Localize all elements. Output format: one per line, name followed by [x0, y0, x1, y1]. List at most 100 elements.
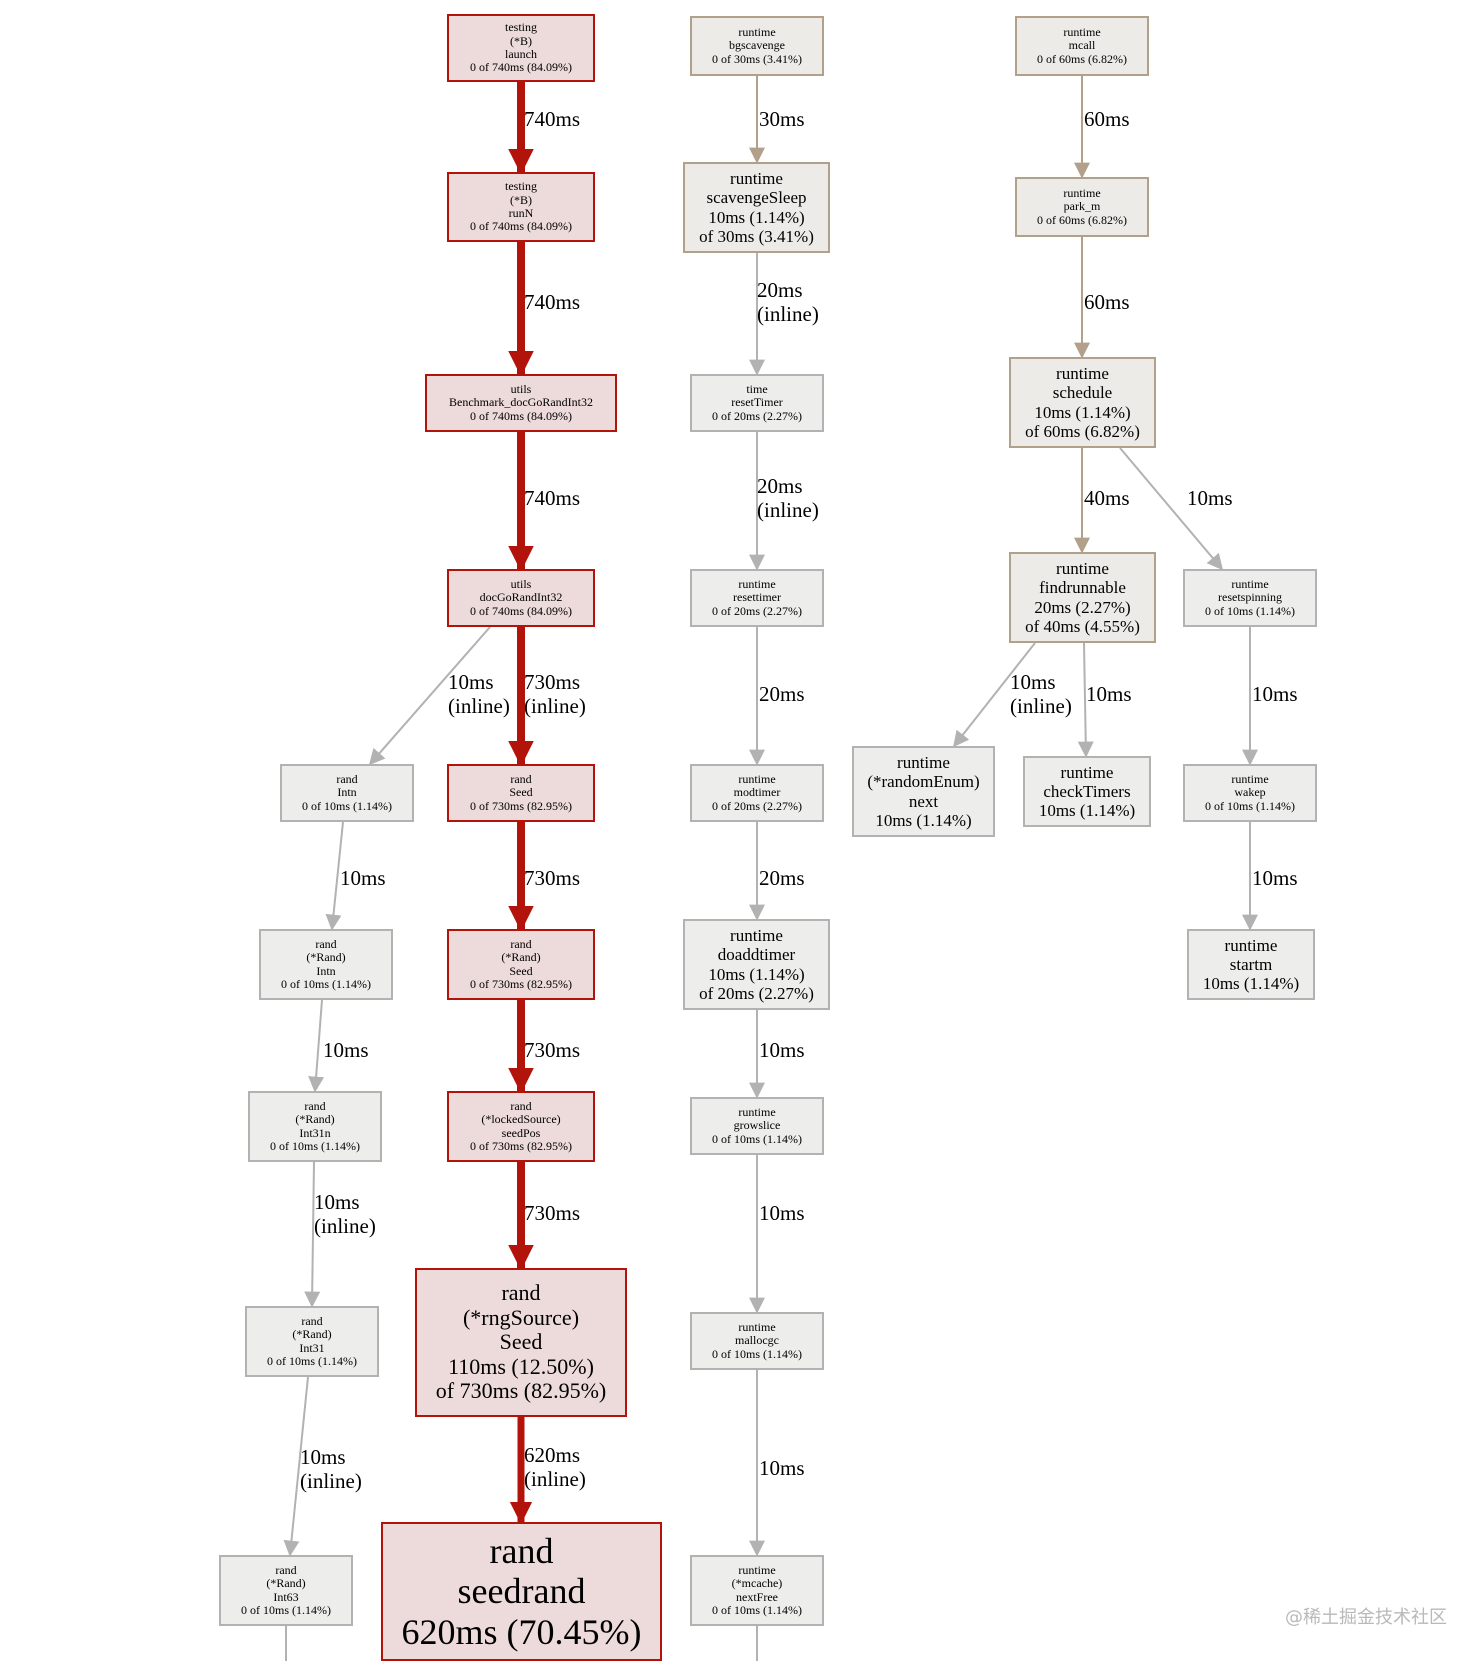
node-label-line: (*B) — [510, 33, 532, 48]
edge-label: 10ms — [340, 866, 386, 890]
node-label-line: Intn — [337, 785, 357, 800]
node-label-line: runtime — [1056, 364, 1109, 384]
edge-findrunnable-to-checkTimers[interactable] — [1077, 642, 1094, 758]
node-label-line: launch — [505, 47, 537, 61]
node-label-line: seedPos — [501, 1125, 541, 1140]
node-label-line: findrunnable — [1039, 578, 1126, 598]
edge-intn-to-randIntn[interactable] — [325, 821, 344, 931]
node-label-line: Seed — [499, 1329, 543, 1355]
edge-schedule-to-resetspinning[interactable] — [1119, 447, 1224, 571]
node-label-line: growslice — [733, 1118, 781, 1133]
node-label-line: runtime — [1063, 24, 1101, 39]
node-label-line: runtime — [738, 1562, 776, 1577]
node-label-line: testing — [505, 20, 537, 35]
edge-label: 740ms — [524, 290, 580, 314]
edge-randIntn-to-int31n[interactable] — [308, 999, 325, 1093]
node-label-line: 0 of 10ms (1.14%) — [1205, 798, 1295, 813]
edge-label: 40ms — [1084, 486, 1130, 510]
edge-label: 20ms — [759, 866, 805, 890]
edge-label: 60ms — [1084, 290, 1130, 314]
node-label-line: doaddtimer — [717, 945, 796, 965]
node-label-line: runtime — [738, 576, 776, 591]
node-label-line: (*Rand) — [501, 950, 541, 965]
node-label-line: rand — [489, 1531, 554, 1572]
node-label-line: (*rngSource) — [462, 1304, 580, 1330]
node-label-line: runtime — [1056, 559, 1109, 579]
edge-label-line: 10ms — [300, 1445, 346, 1469]
node-label-line: park_m — [1063, 199, 1101, 214]
node-label-line: 10ms (1.14%) — [708, 207, 805, 227]
node-label-line: runtime — [1060, 762, 1114, 782]
node-label-line: of 60ms (6.82%) — [1025, 421, 1140, 441]
node-label-line: rand — [275, 1562, 297, 1577]
edge-label-line: 10ms — [1086, 682, 1132, 706]
edge-label: 730ms — [524, 866, 580, 890]
edge-label-line: (inline) — [448, 694, 510, 718]
edge-label-line: 60ms — [1084, 290, 1130, 314]
node-label-line: runtime — [738, 1319, 776, 1334]
node-label-line: runtime — [1224, 935, 1278, 955]
edge-label-line: (inline) — [524, 694, 586, 718]
edge-label-line: 10ms — [1252, 682, 1298, 706]
node-label-line: Benchmark_docGoRandInt32 — [449, 395, 593, 410]
node-label-line: 10ms (1.14%) — [1034, 402, 1131, 422]
node-label-line: 0 of 10ms (1.14%) — [281, 976, 371, 991]
edge-label-line: 740ms — [524, 107, 581, 131]
node-label-line: 0 of 730ms (82.95%) — [470, 976, 572, 991]
edge-label-line: 20ms — [759, 866, 805, 890]
node-label-line: 0 of 10ms (1.14%) — [712, 1131, 802, 1146]
edge-label-line: 40ms — [1084, 486, 1130, 510]
node-label-line: testing — [505, 179, 537, 194]
node-label-line: schedule — [1052, 383, 1113, 403]
edge-label-line: (inline) — [1010, 694, 1072, 718]
edge-label-line: 730ms — [524, 866, 581, 890]
node-label-line: Int31n — [299, 1125, 331, 1140]
node-label-line: rand — [304, 1098, 326, 1113]
edge-findrunnable-to-randomEnumNext[interactable] — [953, 642, 1036, 748]
node-label-line: runtime — [897, 753, 950, 773]
node-label-line: 0 of 10ms (1.14%) — [270, 1138, 360, 1153]
edge-int31-to-int63[interactable] — [283, 1376, 309, 1557]
node-label-line: rand — [510, 771, 532, 786]
node-label-line: 10ms (1.14%) — [875, 810, 972, 830]
edge-label-line: 10ms — [759, 1038, 805, 1062]
edge-label-line: 10ms — [340, 866, 386, 890]
node-label-line: 0 of 20ms (2.27%) — [712, 798, 802, 813]
edge-docGo-to-intn[interactable] — [368, 626, 491, 766]
edge-int31n-to-int31[interactable] — [304, 1161, 321, 1308]
edge-label-line: 740ms — [524, 290, 581, 314]
